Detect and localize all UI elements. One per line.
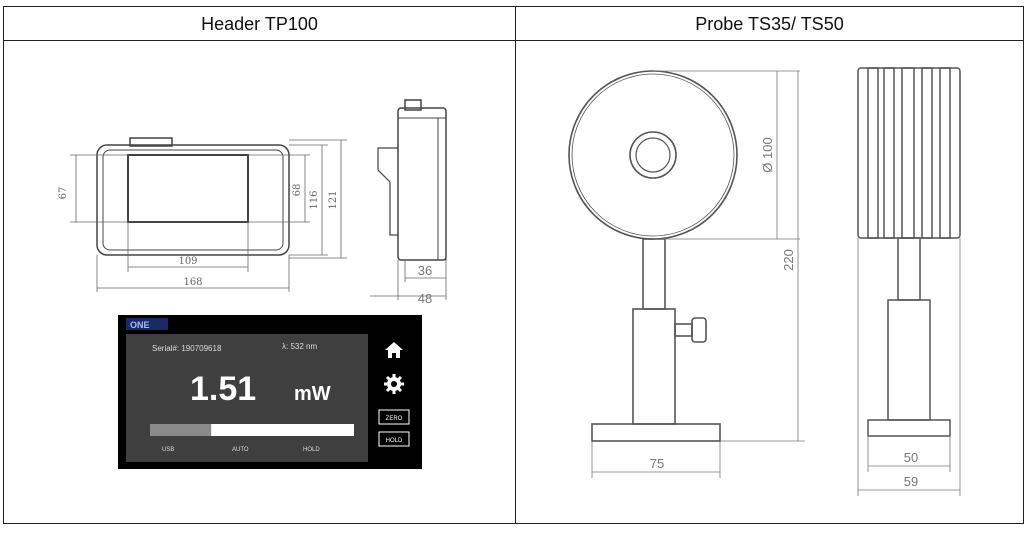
dim-total-height: 121 (328, 190, 339, 209)
display-wavelength: λ: 532 nm (282, 342, 317, 351)
probe-front-view (568, 70, 738, 442)
dim-screen-height: 67 (58, 187, 69, 200)
display-label-hold: HOLD (303, 447, 320, 453)
display-progress-fill (150, 424, 212, 436)
probe-front-dims (591, 70, 805, 478)
left-column-header: Header TP100 (4, 7, 515, 41)
dim-probe-base-width: 75 (650, 456, 664, 471)
header-side-view (377, 99, 447, 261)
header-side-dims (370, 260, 447, 300)
dim-probe-diameter: Ø 100 (760, 137, 775, 172)
dim-probe-side-outer: 59 (904, 474, 918, 489)
probe-side-dims (857, 238, 961, 496)
svg-text:ONE: ONE (130, 320, 150, 330)
home-icon[interactable] (380, 338, 408, 362)
column-divider (515, 7, 516, 523)
hold-button-label: HOLD (386, 438, 403, 444)
dim-depth-36: 36 (418, 263, 432, 278)
dim-probe-side-inner: 50 (904, 450, 918, 465)
display-screen: ONE (118, 315, 422, 469)
dim-total-width: 168 (183, 277, 202, 288)
dim-screen-height-right: 68 (292, 184, 303, 197)
display-value: 1.51 (190, 370, 256, 408)
header-front-dims (70, 139, 347, 292)
display-unit: mW (294, 383, 331, 405)
dim-depth-48: 48 (418, 291, 432, 306)
probe-side-view (857, 67, 961, 437)
display-label-auto: AUTO (232, 447, 249, 453)
right-column-header: Probe TS35/ TS50 (516, 7, 1023, 41)
hold-button[interactable] (378, 431, 410, 447)
zero-button[interactable] (378, 409, 410, 425)
dim-probe-height: 220 (781, 249, 796, 271)
display-serial: Serial#: 190709618 (152, 344, 222, 353)
dim-body-height: 116 (309, 190, 320, 209)
gear-icon[interactable] (384, 374, 404, 394)
display-label-usb: USB (162, 447, 174, 453)
header-front-view (96, 137, 290, 256)
spec-table: Header TP100 Probe TS35/ TS50 (3, 6, 1024, 524)
zero-button-label: ZERO (386, 416, 403, 422)
dim-screen-width: 109 (178, 256, 197, 267)
